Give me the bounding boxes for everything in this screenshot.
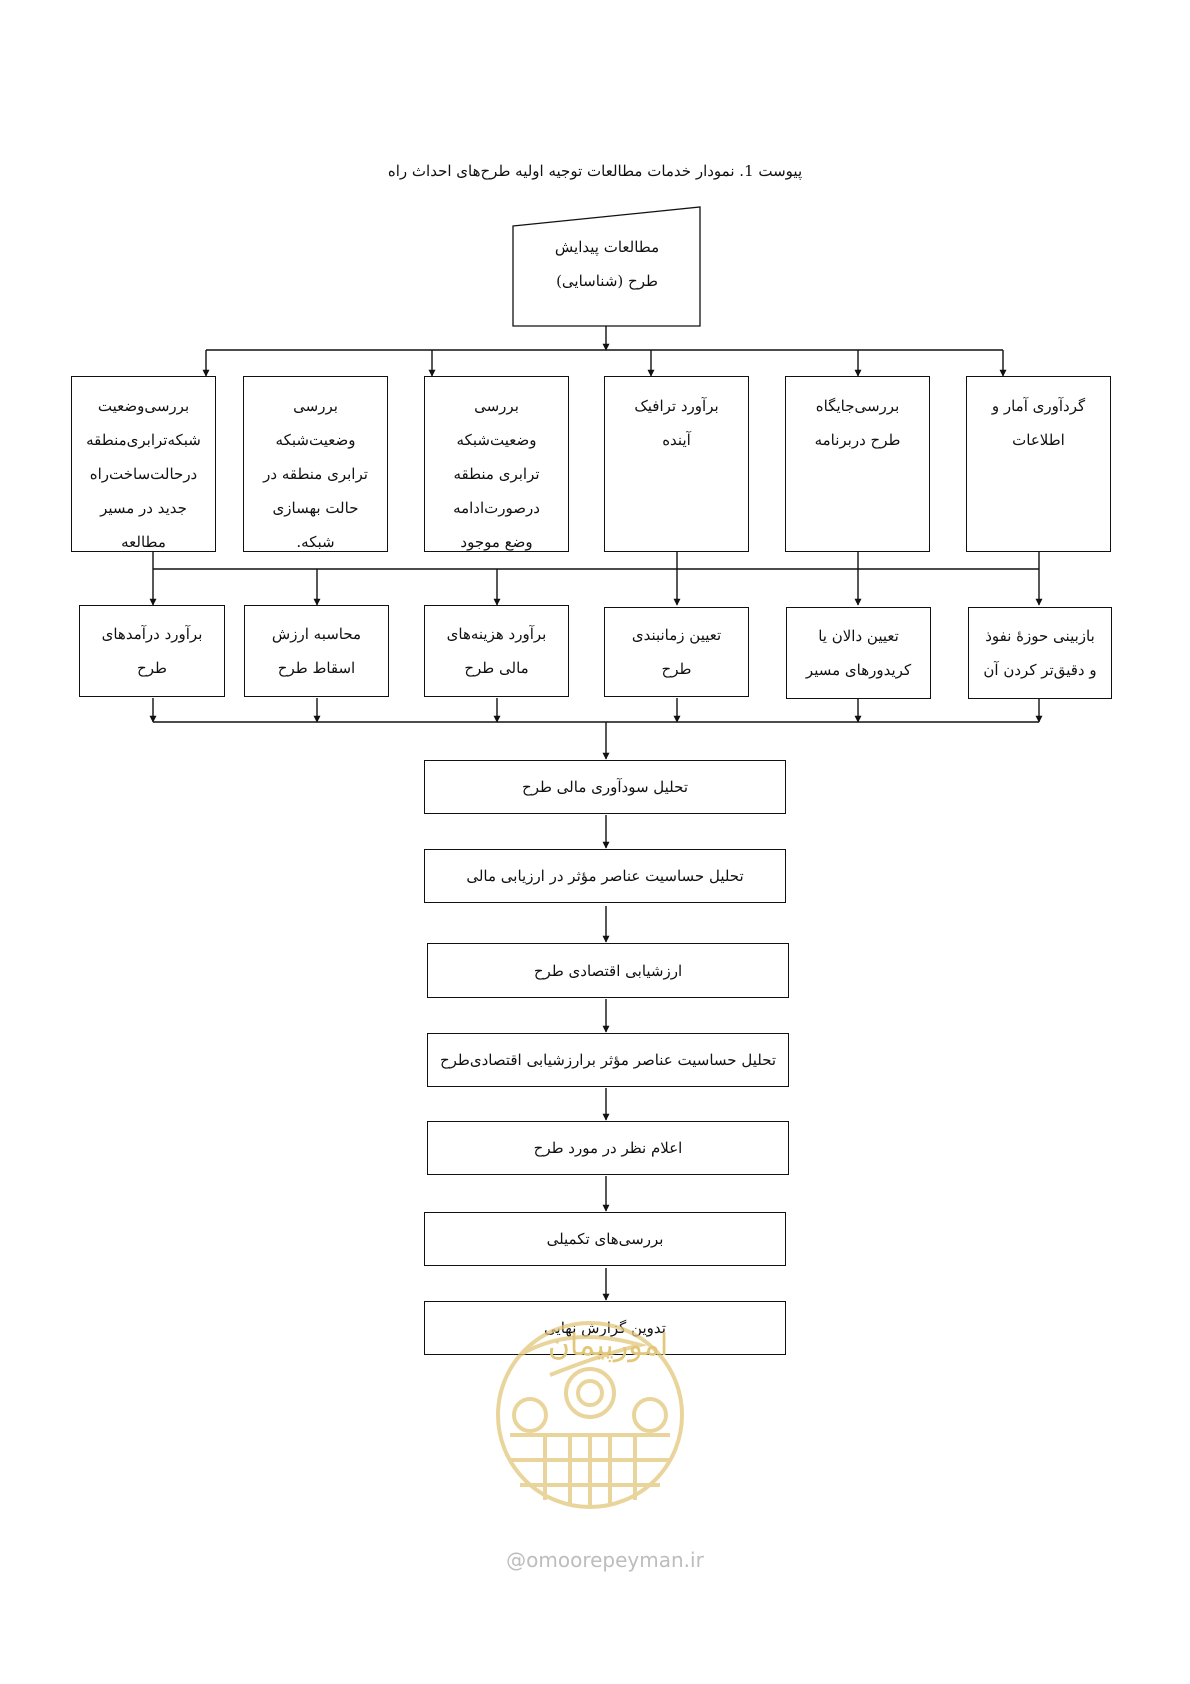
- node-traffic-forecast: برآورد ترافیک آینده: [604, 376, 749, 552]
- node-data-collection: گردآوری آمار و اطلاعات: [966, 376, 1111, 552]
- node-salvage-value: محاسبه ارزش اسقاط طرح: [244, 605, 389, 697]
- node-network-improvement: بررسی وضعیت‌شبکه ترابری منطقه در حالت به…: [243, 376, 388, 552]
- node-economic-sensitivity: تحلیل حساسیت عناصر مؤثر برارزشیابی اقتصا…: [427, 1033, 789, 1087]
- node-network-new-road: بررسی‌وضعیت شبکه‌ترابری‌منطقه درحالت‌ساخ…: [71, 376, 216, 552]
- node-economic-evaluation: ارزشیابی اقتصادی طرح: [427, 943, 789, 998]
- node-influence-area: بازبینی حوزهٔ نفوذ و دقیق‌تر کردن آن: [968, 607, 1112, 699]
- node-route-corridors: تعیین دالان یا کریدورهای مسیر: [786, 607, 931, 699]
- start-node-label: مطالعات پیدایش طرح (شناسایی): [554, 238, 660, 290]
- node-financial-sensitivity: تحلیل حساسیت عناصر مؤثر در ارزیابی مالی: [424, 849, 786, 903]
- node-opinion: اعلام نظر در مورد طرح: [427, 1121, 789, 1175]
- start-node: [512, 206, 701, 327]
- node-financial-profitability: تحلیل سودآوری مالی طرح: [424, 760, 786, 814]
- node-plan-position: بررسی‌جایگاه طرح دربرنامه: [785, 376, 930, 552]
- watermark-logo: امورپیمان: [496, 1321, 684, 1509]
- watermark-brand: امورپیمان: [548, 1328, 668, 1363]
- node-supplementary-reviews: بررسی‌های تکمیلی: [424, 1212, 786, 1266]
- watermark-url: @omoorepeyman.ir: [506, 1548, 704, 1572]
- node-financial-costs: برآورد هزینه‌های مالی طرح: [424, 605, 569, 697]
- diagram-caption: پیوست 1. نمودار خدمات مطالعات توجیه اولی…: [387, 162, 803, 180]
- node-scheduling: تعیین زمانبندی طرح: [604, 607, 749, 697]
- node-revenue-estimate: برآورد درآمدهای طرح: [79, 605, 225, 697]
- node-network-existing: بررسی وضعیت‌شبکه ترابری منطقه درصورت‌ادا…: [424, 376, 569, 552]
